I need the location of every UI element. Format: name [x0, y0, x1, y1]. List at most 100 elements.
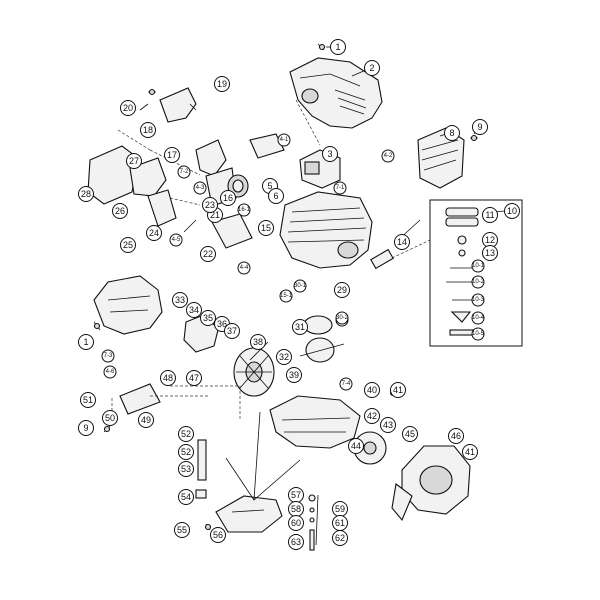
- callout-41: 41: [462, 444, 478, 460]
- callout-9: 9: [78, 420, 94, 436]
- callout-44: 44: [348, 438, 364, 454]
- callout-circle: [112, 203, 128, 219]
- sublabel-text: 30-2: [336, 315, 349, 321]
- callout-circle: [394, 234, 410, 250]
- callout-label: 43: [383, 420, 393, 430]
- sublabel-text: 10-3: [472, 297, 485, 303]
- callout-circle: [292, 319, 308, 335]
- callout-circle: [200, 310, 216, 326]
- callout-label: 18: [143, 125, 153, 135]
- sublabel-text: 4-4: [240, 265, 249, 271]
- callout-circle: [268, 188, 284, 204]
- callout-circle: [380, 417, 396, 433]
- callout-circle: [210, 527, 226, 543]
- callout-circle: [138, 412, 154, 428]
- callout-label: 52: [181, 429, 191, 439]
- small-parts-column: [308, 494, 316, 551]
- callout-20: 20: [120, 100, 136, 116]
- callout-label: 16: [223, 193, 233, 203]
- callout-25: 25: [120, 237, 136, 253]
- callout-label: 33: [175, 295, 185, 305]
- callout-circle: [482, 207, 498, 223]
- callout-circle: [78, 334, 94, 350]
- sublabel-16-1: 16-1: [237, 203, 251, 217]
- callout-label: 52: [181, 447, 191, 457]
- sublabel-7-3: 7-3: [101, 349, 115, 363]
- sublabel-circle: [237, 203, 251, 217]
- sublabel-text: 15-1: [280, 293, 293, 299]
- callout-circle: [288, 515, 304, 531]
- sublabel-4-6: 4-6: [103, 365, 117, 379]
- callout-label: 9: [83, 423, 88, 433]
- callout-label: 42: [367, 411, 377, 421]
- fuel-tank-cover-part: [87, 145, 167, 205]
- callout-28: 28: [78, 186, 94, 202]
- callout-circle: [322, 146, 338, 162]
- callout-circle: [80, 392, 96, 408]
- callout-label: 57: [291, 490, 301, 500]
- callout-37: 37: [224, 323, 240, 339]
- callout-40: 40: [364, 382, 380, 398]
- sublabel-10-1: 10-1: [471, 259, 485, 273]
- sublabel-text: 10-4: [472, 315, 485, 321]
- sublabel-text: 7-3: [104, 353, 113, 359]
- callout-circle: [364, 408, 380, 424]
- callout-50: 50: [102, 410, 118, 426]
- callout-circle: [120, 237, 136, 253]
- callout-17: 17: [164, 147, 180, 163]
- callout-56: 56: [210, 527, 226, 543]
- intake-ring-part: [227, 174, 249, 198]
- callout-circle: [174, 522, 190, 538]
- callout-54: 54: [178, 489, 194, 505]
- callout-29: 29: [334, 282, 350, 298]
- callout-label: 46: [451, 431, 461, 441]
- callout-label: 39: [289, 370, 299, 380]
- callout-label: 1: [83, 337, 88, 347]
- callout-label: 22: [203, 249, 213, 259]
- callout-circle: [364, 382, 380, 398]
- callout-label: 19: [217, 79, 227, 89]
- callout-circle: [402, 426, 418, 442]
- sublabel-4-3: 4-3: [193, 181, 207, 195]
- callout-15: 15: [258, 220, 274, 236]
- callout-6: 6: [268, 188, 284, 204]
- callout-59: 59: [332, 501, 348, 517]
- callout-53: 53: [178, 461, 194, 477]
- callout-circle: [186, 302, 202, 318]
- sublabel-10-4: 10-4: [471, 311, 485, 325]
- callout-label: 31: [295, 322, 305, 332]
- sublabel-text: 4-6: [106, 369, 115, 375]
- callout-layer: 1235689101112131415161718192021222324252…: [78, 39, 520, 550]
- callout-label: 25: [123, 240, 133, 250]
- sublabel-circle: [101, 349, 115, 363]
- callout-circle: [146, 225, 162, 241]
- callout-58: 58: [288, 501, 304, 517]
- choke-bracket-part: [159, 87, 197, 123]
- sublabel-circle: [193, 181, 207, 195]
- callout-63: 63: [288, 534, 304, 550]
- callout-circle: [286, 367, 302, 383]
- gasket-plates: [147, 133, 285, 227]
- sublabel-text: 10-1: [472, 263, 485, 269]
- callout-circle: [444, 125, 460, 141]
- sublabel-7-4: 7-4: [339, 377, 353, 391]
- callout-label: 47: [189, 373, 199, 383]
- callout-label: 11: [485, 210, 494, 220]
- cylinder-cover-part: [289, 57, 383, 129]
- callout-circle: [258, 220, 274, 236]
- callout-35: 35: [200, 310, 216, 326]
- callout-19: 19: [214, 76, 230, 92]
- callout-26: 26: [112, 203, 128, 219]
- sublabel-text: 7-2: [180, 169, 189, 175]
- callout-47: 47: [186, 370, 202, 386]
- callout-label: 58: [291, 504, 301, 514]
- callout-label: 56: [213, 530, 223, 540]
- sublabel-text: 4-1: [280, 137, 289, 143]
- callout-51: 51: [80, 392, 96, 408]
- callout-circle: [364, 60, 380, 76]
- callout-62: 62: [332, 530, 348, 546]
- sublabel-4-1: 4-1: [277, 133, 291, 147]
- callout-1: 1: [330, 39, 346, 55]
- callout-52: 52: [178, 426, 194, 442]
- callout-label: 8: [449, 128, 454, 138]
